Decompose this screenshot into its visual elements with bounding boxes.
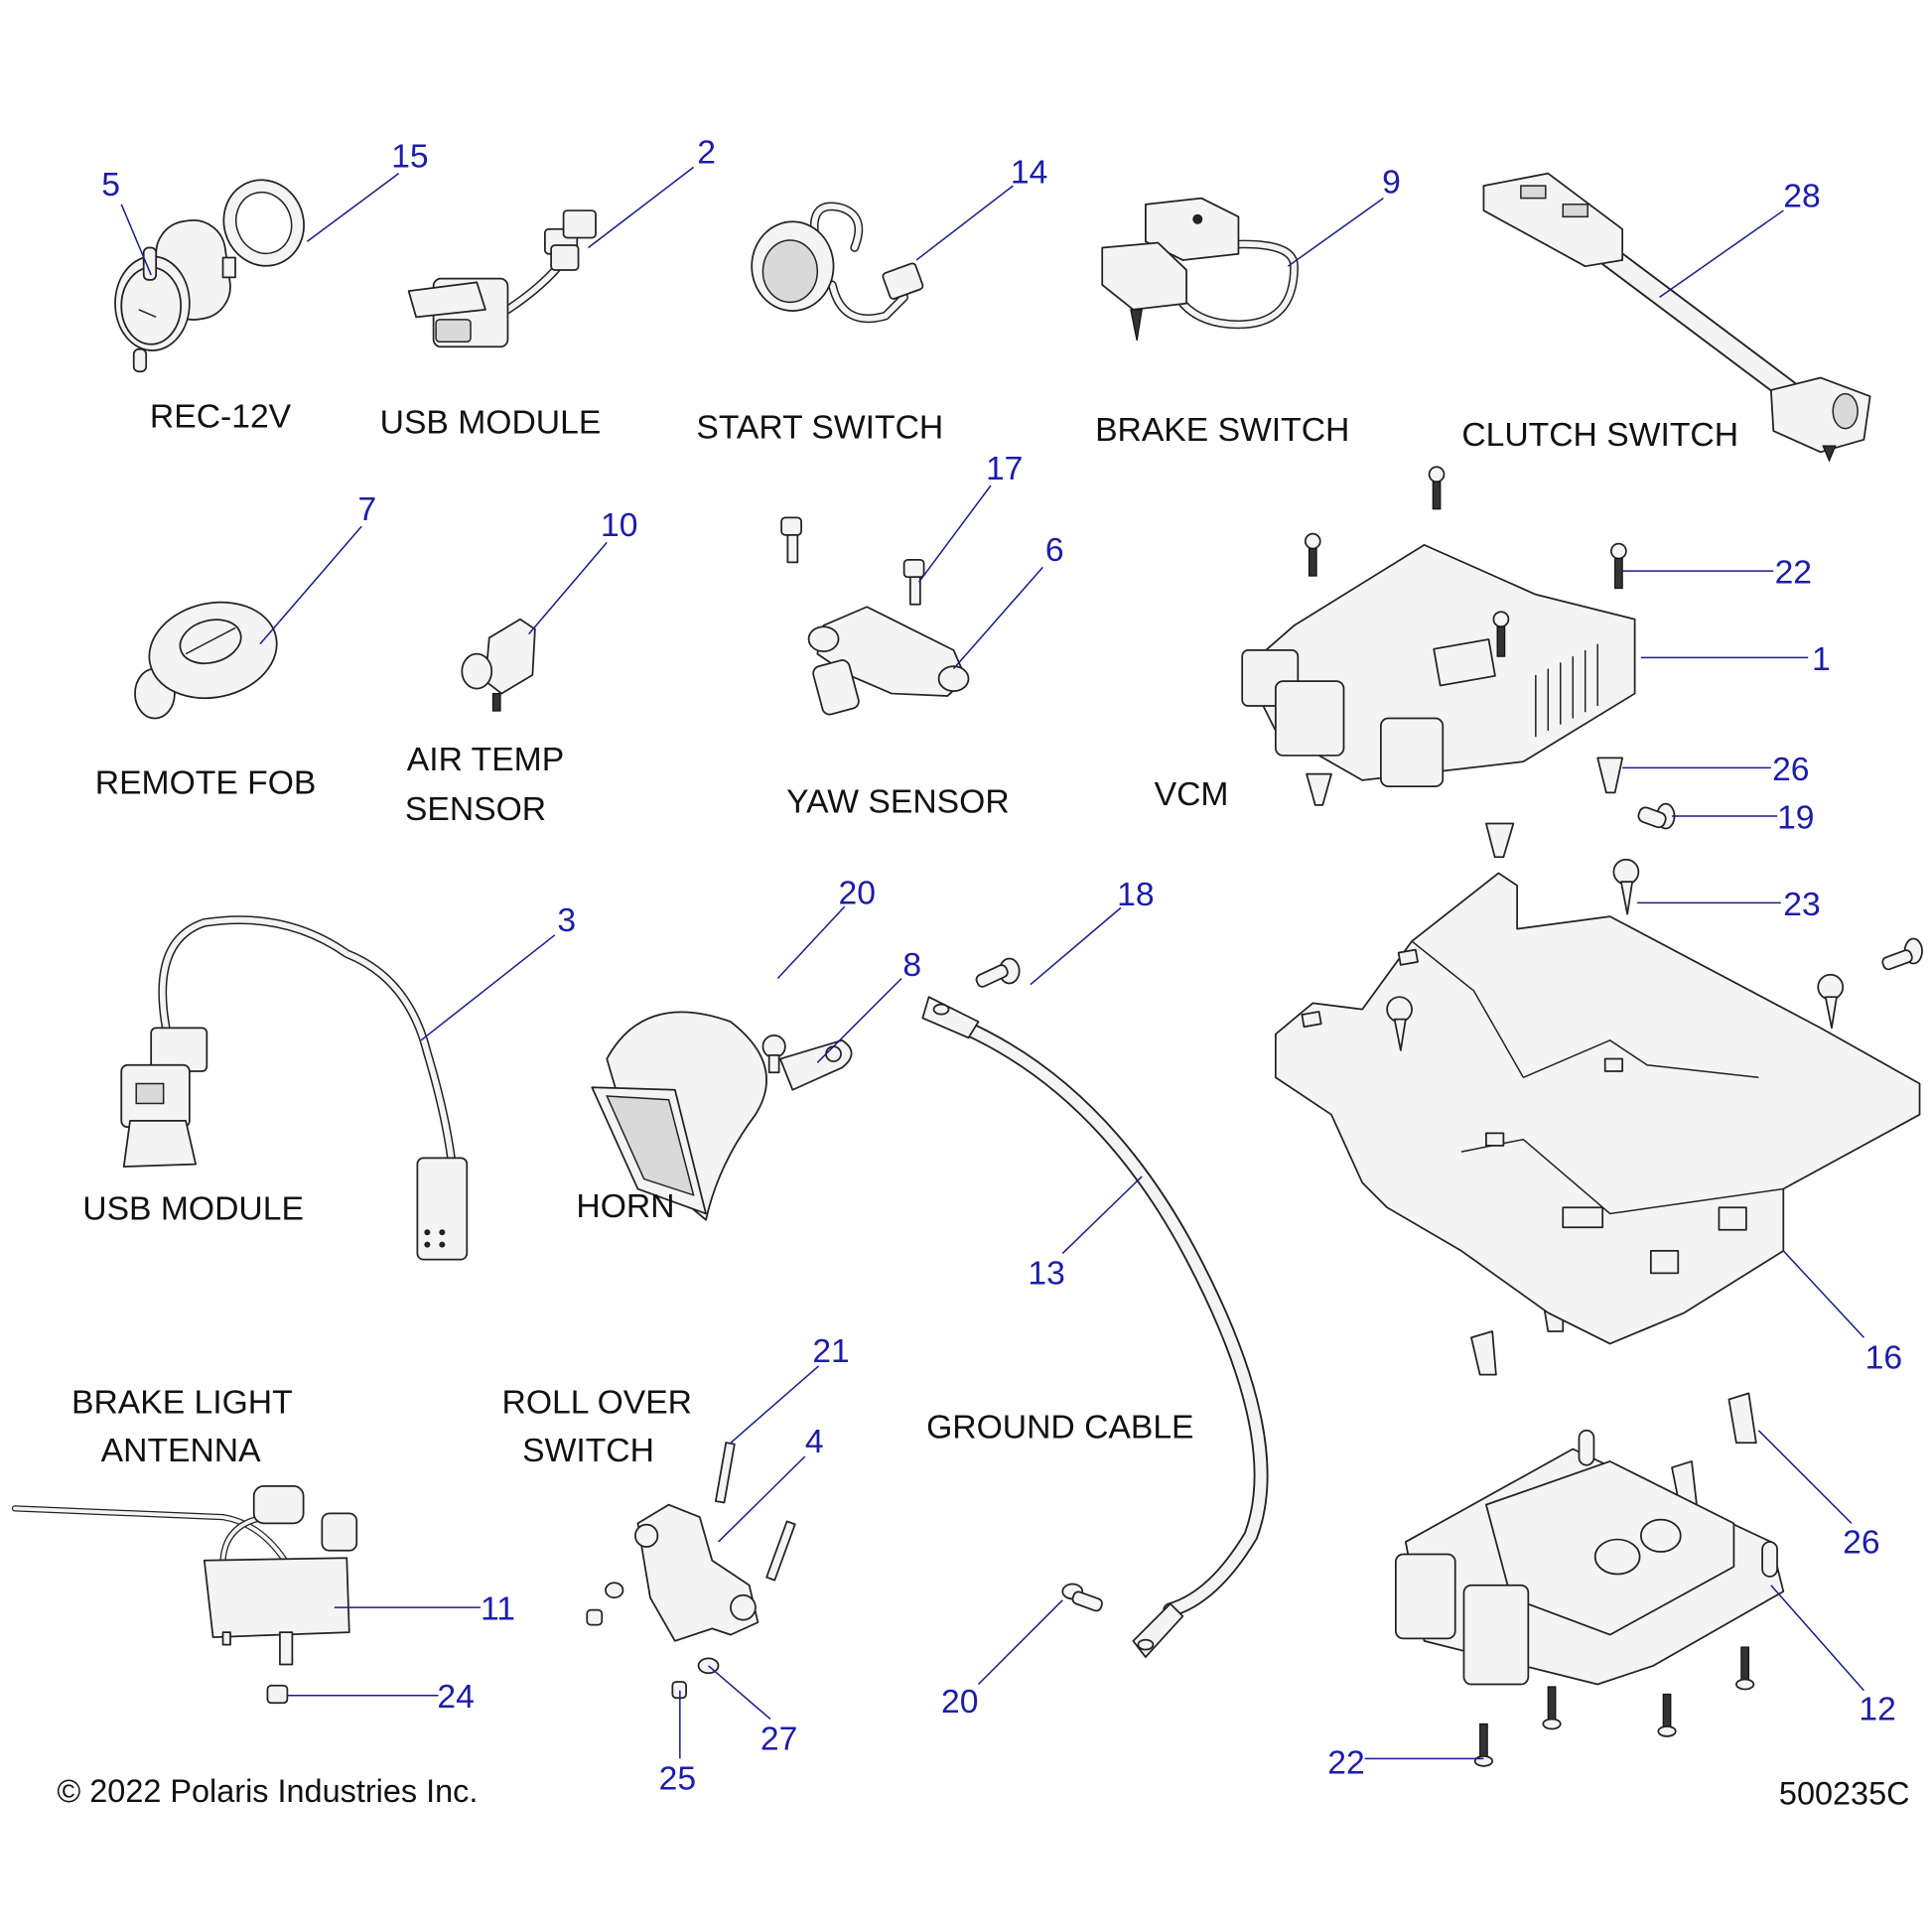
bolt-20-lower — [1061, 1583, 1103, 1612]
mounting-ring — [222, 179, 305, 267]
label-ground-cable: GROUND CABLE — [926, 1409, 1193, 1446]
callout-12: 12 — [1859, 1692, 1895, 1728]
lock-nut-24 — [266, 1684, 289, 1705]
carrier-screws — [1386, 937, 1923, 1051]
callout-5: 5 — [101, 167, 120, 204]
callout-9: 9 — [1382, 165, 1401, 202]
label-usb-module-bottom: USB MODULE — [82, 1191, 304, 1228]
ecm-module — [1394, 1429, 1785, 1686]
air-temp-sensor — [461, 618, 536, 712]
label-brake-switch: BRAKE SWITCH — [1095, 412, 1349, 449]
drawing-number: 500235C — [1779, 1776, 1910, 1812]
horn — [591, 1011, 853, 1221]
group-labels: REC-12V USB MODULE START SWITCH BRAKE SW… — [71, 398, 1738, 1469]
callout-8: 8 — [902, 947, 921, 984]
callout-10: 10 — [601, 507, 637, 544]
start-switch — [751, 202, 924, 324]
callout-18: 18 — [1117, 877, 1154, 913]
usb-module-top — [407, 209, 597, 348]
callout-22-bottom: 22 — [1327, 1744, 1364, 1781]
callout-28: 28 — [1783, 178, 1820, 214]
label-roll-over-line2: SWITCH — [522, 1433, 654, 1469]
roll-over-switch — [586, 1442, 796, 1700]
rec-12v-receptacle — [114, 218, 236, 373]
callout-7: 7 — [358, 491, 377, 528]
bolt-18 — [975, 957, 1021, 988]
callout-4: 4 — [805, 1424, 824, 1460]
vcm-screws — [1304, 466, 1627, 657]
label-start-switch: START SWITCH — [696, 410, 943, 447]
label-remote-fob: REMOTE FOB — [95, 765, 317, 802]
callout-21: 21 — [812, 1333, 849, 1370]
callout-25: 25 — [659, 1761, 696, 1798]
label-yaw-sensor: YAW SENSOR — [786, 783, 1010, 820]
callout-26-bottom: 26 — [1843, 1524, 1879, 1561]
callout-3: 3 — [557, 902, 576, 939]
callout-24: 24 — [437, 1679, 474, 1716]
callout-20-bottom: 20 — [941, 1684, 978, 1721]
callout-17: 17 — [986, 451, 1023, 487]
label-clutch-switch: CLUTCH SWITCH — [1461, 417, 1738, 454]
callout-26-top: 26 — [1772, 752, 1809, 788]
carrier-bracket — [1274, 872, 1921, 1345]
leader-lines — [120, 166, 1864, 1760]
label-rec-12v: REC-12V — [150, 398, 292, 435]
screw-23 — [1612, 858, 1640, 915]
fin-array — [1535, 643, 1598, 738]
label-brake-light-line1: BRAKE LIGHT — [71, 1384, 293, 1421]
clutch-switch — [1482, 172, 1871, 463]
yaw-sensor — [780, 516, 970, 716]
label-usb-module-top: USB MODULE — [380, 405, 602, 442]
callout-11: 11 — [481, 1591, 515, 1628]
label-horn: HORN — [576, 1188, 674, 1225]
callout-15: 15 — [391, 138, 428, 175]
ground-cable — [921, 996, 1269, 1658]
callouts: 5 15 2 14 9 28 7 10 17 6 22 1 26 19 23 3… — [101, 135, 1902, 1798]
brake-light-antenna — [11, 1485, 358, 1666]
callout-27: 27 — [760, 1722, 797, 1758]
label-brake-light-line2: ANTENNA — [101, 1433, 261, 1469]
label-vcm: VCM — [1155, 776, 1229, 813]
callout-2: 2 — [697, 135, 716, 172]
callout-14: 14 — [1011, 155, 1047, 192]
label-air-temp-line1: AIR TEMP — [407, 742, 564, 778]
callout-1: 1 — [1812, 641, 1831, 678]
callout-22-top: 22 — [1775, 555, 1812, 592]
label-roll-over-line1: ROLL OVER — [502, 1384, 693, 1421]
callout-19: 19 — [1777, 800, 1814, 837]
ecm-screws — [1473, 1646, 1755, 1767]
usb-module-bottom — [120, 915, 469, 1261]
bolt-19 — [1637, 802, 1676, 830]
vcm-module — [1241, 543, 1636, 787]
remote-fob — [134, 601, 278, 720]
brake-switch — [1101, 197, 1299, 342]
label-air-temp-line2: SENSOR — [405, 791, 546, 828]
callout-20-top: 20 — [839, 876, 876, 912]
callout-13: 13 — [1028, 1256, 1064, 1293]
callout-16: 16 — [1865, 1339, 1902, 1376]
copyright-notice: © 2022 Polaris Industries Inc. — [57, 1773, 478, 1809]
callout-23: 23 — [1783, 887, 1820, 923]
callout-6: 6 — [1045, 532, 1064, 569]
